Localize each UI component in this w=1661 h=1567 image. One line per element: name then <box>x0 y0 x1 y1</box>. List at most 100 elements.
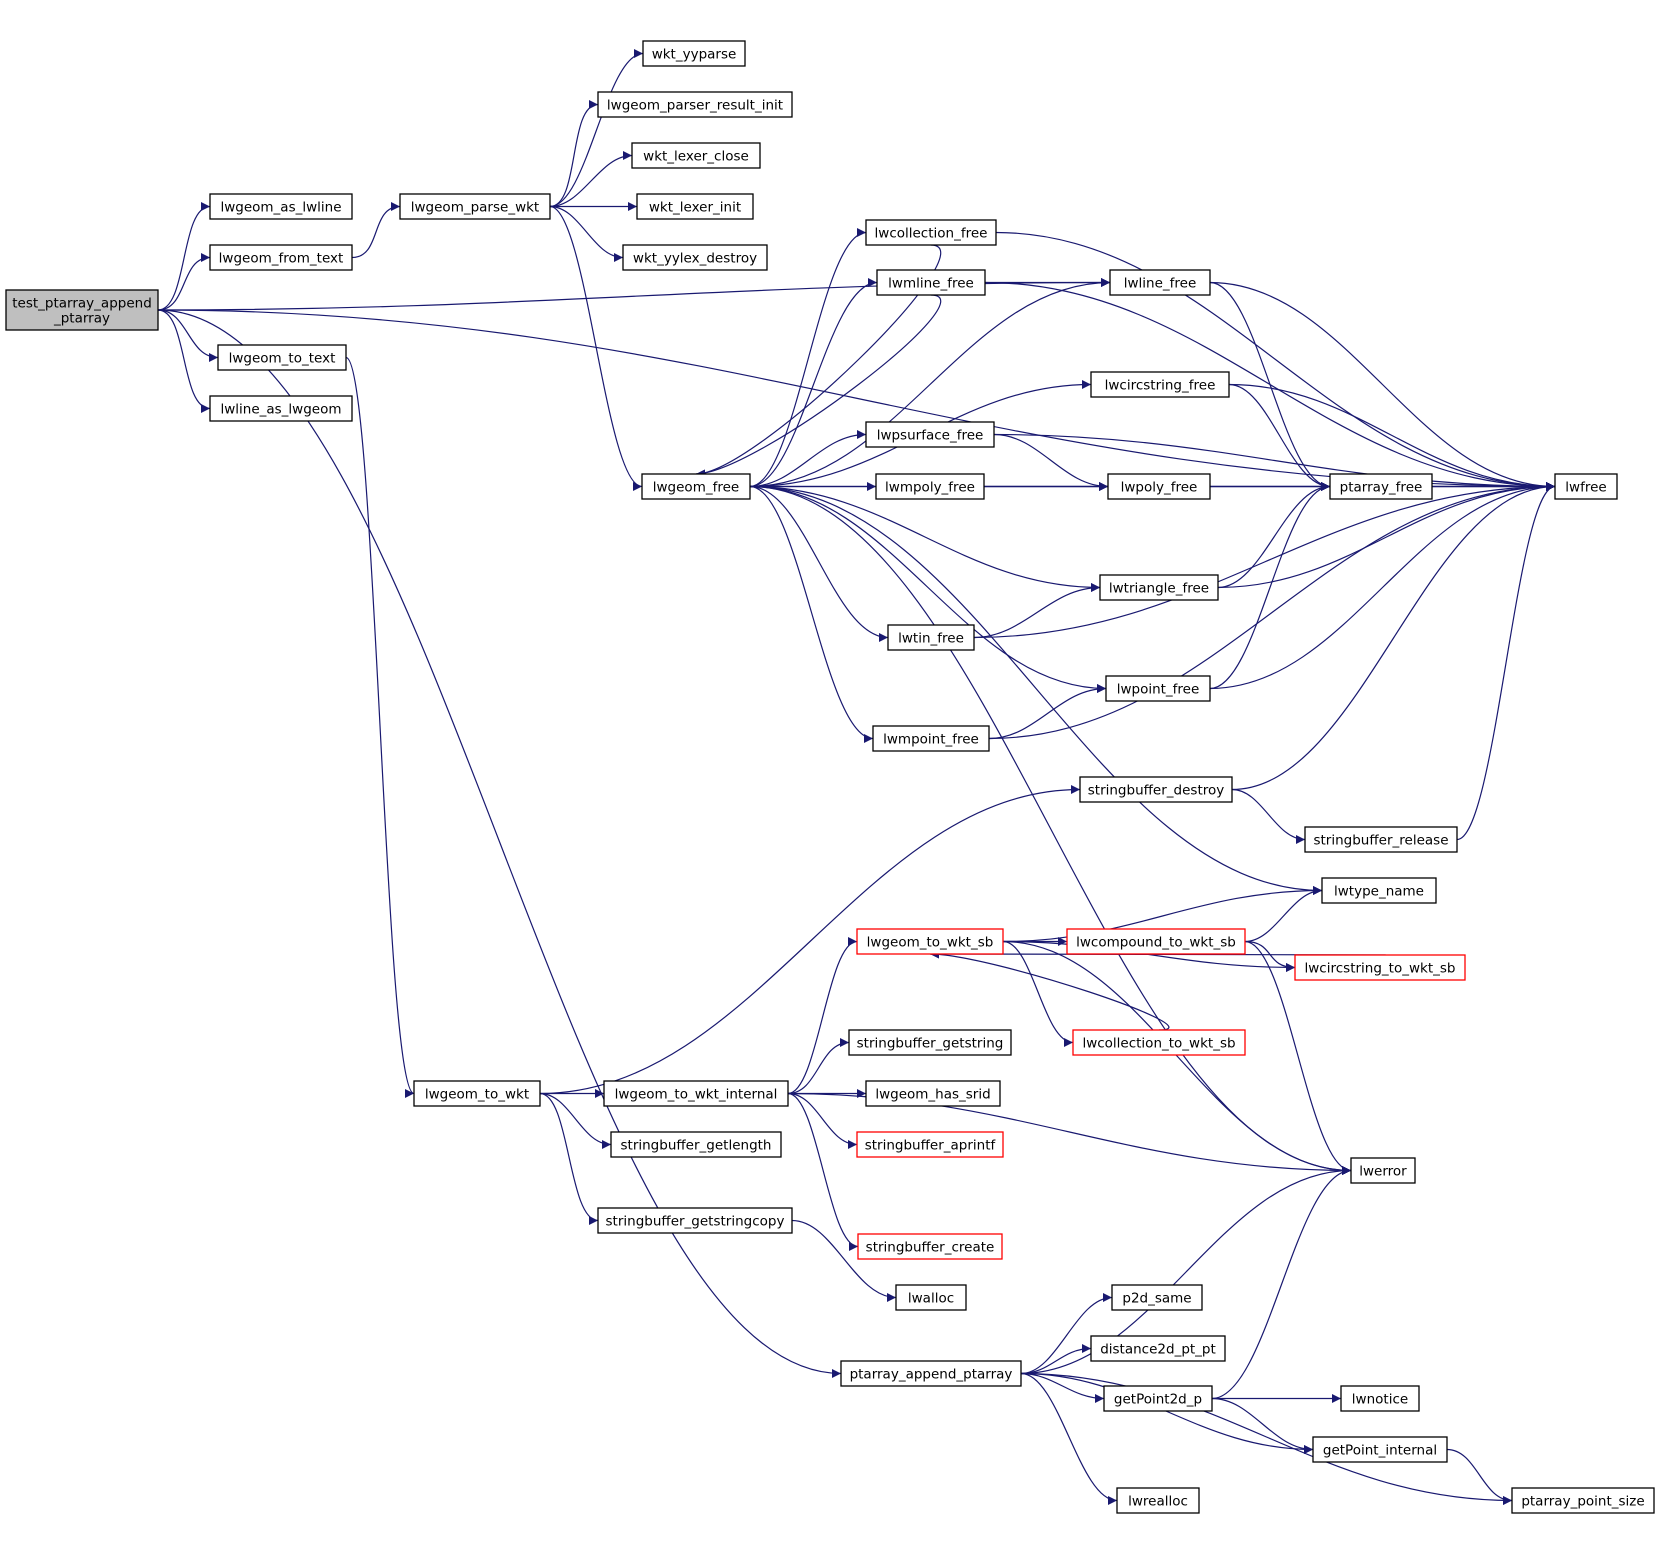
node-getPoint-internal[interactable]: getPoint_internal <box>1312 1436 1448 1463</box>
node-label: wkt_yylex_destroy <box>633 251 757 267</box>
node-label: lwpoly_free <box>1121 480 1198 496</box>
node-lwfree[interactable]: lwfree <box>1554 473 1618 500</box>
node-lwmpoint-free[interactable]: lwmpoint_free <box>872 725 990 752</box>
node-box <box>597 1207 793 1234</box>
node-box <box>1090 371 1230 398</box>
edge-lwgeom-parse-wkt-to-wkt-yyparse <box>549 49 644 208</box>
node-lwerror[interactable]: lwerror <box>1350 1157 1416 1184</box>
node-wkt-lexer-init[interactable]: wkt_lexer_init <box>636 193 754 220</box>
node-lwgeom-from-text[interactable]: lwgeom_from_text <box>209 244 353 271</box>
node-p2d-same[interactable]: p2d_same <box>1111 1284 1203 1311</box>
node-box <box>876 269 986 296</box>
edge-stringbuffer-destroy-to-lwfree <box>1231 482 1556 791</box>
node-lwpoint-free[interactable]: lwpoint_free <box>1105 675 1211 702</box>
node-stringbuffer-create[interactable]: stringbuffer_create <box>857 1233 1003 1260</box>
node-box <box>1312 1436 1448 1463</box>
node-label: lwgeom_to_wkt_sb <box>867 935 994 951</box>
node-box <box>5 289 159 331</box>
node-stringbuffer-release[interactable]: stringbuffer_release <box>1304 826 1458 853</box>
node-ptarray-point-size[interactable]: ptarray_point_size <box>1511 1487 1655 1514</box>
node-label: stringbuffer_destroy <box>1088 783 1225 799</box>
node-lwgeom-parse-wkt[interactable]: lwgeom_parse_wkt <box>399 193 551 220</box>
node-lwtype-name[interactable]: lwtype_name <box>1321 877 1437 904</box>
node-label: lwfree <box>1565 480 1606 496</box>
node-lwgeom-as-lwline[interactable]: lwgeom_as_lwline <box>209 193 353 220</box>
node-lwcompound-to-wkt-sb[interactable]: lwcompound_to_wkt_sb <box>1066 928 1246 955</box>
node-stringbuffer-getstring[interactable]: stringbuffer_getstring <box>848 1029 1012 1056</box>
node-label: ptarray_point_size <box>1521 1494 1644 1510</box>
edge-lwgeom-from-text-to-lwgeom-parse-wkt <box>351 202 401 259</box>
node-ptarray-append-ptarray[interactable]: ptarray_append_ptarray <box>840 1360 1022 1387</box>
node-box <box>1111 1284 1203 1311</box>
node-box <box>1350 1157 1416 1184</box>
node-label: lwgeom_to_wkt <box>425 1087 529 1103</box>
node-lwpoly-free[interactable]: lwpoly_free <box>1107 473 1211 500</box>
node-lwgeom-to-wkt[interactable]: lwgeom_to_wkt <box>413 1080 541 1107</box>
node-box <box>1340 1385 1420 1412</box>
node-distance2d-pt-pt[interactable]: distance2d_pt_pt <box>1090 1335 1226 1362</box>
node-lwpsurface-free[interactable]: lwpsurface_free <box>865 421 995 448</box>
node-lwline-as-lwgeom[interactable]: lwline_as_lwgeom <box>209 395 353 422</box>
edge-lwgeom-parse-wkt-to-wkt-lexer-close <box>549 151 633 208</box>
edge-lwcircstring-free-to-ptarray-free <box>1228 383 1331 491</box>
node-lwgeom-to-wkt-internal[interactable]: lwgeom_to_wkt_internal <box>603 1080 789 1107</box>
edge-getPoint-internal-to-ptarray-point-size <box>1446 1448 1513 1505</box>
edge-root-to-lwgeom-as-lwline <box>157 202 211 311</box>
node-getPoint2d-p[interactable]: getPoint2d_p <box>1103 1385 1213 1412</box>
node-stringbuffer-destroy[interactable]: stringbuffer_destroy <box>1079 776 1233 803</box>
node-label: lwgeom_has_srid <box>875 1087 990 1103</box>
node-lwgeom-parser-result-init[interactable]: lwgeom_parser_result_init <box>597 91 793 118</box>
edge-lwpoint-free-to-ptarray-free <box>1209 482 1331 690</box>
node-lwmpoly-free[interactable]: lwmpoly_free <box>875 473 985 500</box>
node-label: lwpoint_free <box>1117 682 1200 698</box>
node-lwcollection-free[interactable]: lwcollection_free <box>865 219 997 246</box>
node-lwmline-free[interactable]: lwmline_free <box>876 269 986 296</box>
node-ptarray-free[interactable]: ptarray_free <box>1329 473 1433 500</box>
node-wkt-lexer-close[interactable]: wkt_lexer_close <box>631 142 761 169</box>
node-box <box>857 1233 1003 1260</box>
node-stringbuffer-aprintf[interactable]: stringbuffer_aprintf <box>856 1131 1004 1158</box>
node-lwcircstring-to-wkt-sb[interactable]: lwcircstring_to_wkt_sb <box>1294 954 1466 981</box>
node-lwalloc[interactable]: lwalloc <box>895 1284 967 1311</box>
node-box <box>1116 1487 1200 1514</box>
edge-lwgeom-free-to-lwtype-name <box>749 485 1323 895</box>
edge-lwmpoint-free-to-lwfree <box>988 482 1556 740</box>
edge-lwgeom-parse-wkt-to-lwgeom-parser-result-init <box>549 100 599 208</box>
node-box <box>610 1131 782 1158</box>
node-lwtin-free[interactable]: lwtin_free <box>887 624 975 651</box>
node-label: wkt_lexer_init <box>649 200 741 216</box>
node-lwcollection-to-wkt-sb[interactable]: lwcollection_to_wkt_sb <box>1072 1029 1246 1056</box>
edge-lwgeom-free-to-lwline-free <box>749 278 1111 488</box>
node-lwcircstring-free[interactable]: lwcircstring_free <box>1090 371 1230 398</box>
node-root[interactable]: test_ptarray_append_ptarray <box>5 289 159 331</box>
edge-getPoint2d-p-to-lwerror <box>1211 1166 1352 1400</box>
edge-lwcollection-free-to-lwgeom-free <box>695 244 942 479</box>
node-stringbuffer-getlength[interactable]: stringbuffer_getlength <box>610 1131 782 1158</box>
node-label: ptarray_append_ptarray <box>850 1367 1013 1383</box>
node-wkt-yyparse[interactable]: wkt_yyparse <box>642 40 746 67</box>
node-lwrealloc[interactable]: lwrealloc <box>1116 1487 1200 1514</box>
edge-lwgeom-free-to-lwmpoint-free <box>749 485 874 743</box>
node-label: lwline_free <box>1124 276 1197 292</box>
node-label: stringbuffer_getstringcopy <box>606 1214 785 1230</box>
edge-lwtriangle-free-to-ptarray-free <box>1217 482 1331 589</box>
node-lwgeom-has-srid[interactable]: lwgeom_has_srid <box>865 1080 1001 1107</box>
node-box <box>1103 1385 1213 1412</box>
node-stringbuffer-getstringcopy[interactable]: stringbuffer_getstringcopy <box>597 1207 793 1234</box>
node-box <box>1105 675 1211 702</box>
node-label: stringbuffer_getlength <box>621 1138 772 1154</box>
node-lwgeom-to-text[interactable]: lwgeom_to_text <box>217 344 347 371</box>
edge-lwline-free-to-lwfree <box>1209 281 1556 491</box>
node-box <box>1321 877 1437 904</box>
node-lwgeom-to-wkt-sb[interactable]: lwgeom_to_wkt_sb <box>856 928 1004 955</box>
node-lwnotice[interactable]: lwnotice <box>1340 1385 1420 1412</box>
node-label: lwcircstring_free <box>1105 378 1216 394</box>
edge-ptarray-append-ptarray-to-ptarray-point-size <box>1020 1372 1513 1505</box>
node-lwline-free[interactable]: lwline_free <box>1109 269 1211 296</box>
node-lwgeom-free[interactable]: lwgeom_free <box>641 473 751 500</box>
node-box <box>217 344 347 371</box>
node-lwtriangle-free[interactable]: lwtriangle_free <box>1099 574 1219 601</box>
node-wkt-yylex-destroy[interactable]: wkt_yylex_destroy <box>622 244 768 271</box>
edge-lwpoint-free-to-lwfree <box>1209 482 1556 690</box>
